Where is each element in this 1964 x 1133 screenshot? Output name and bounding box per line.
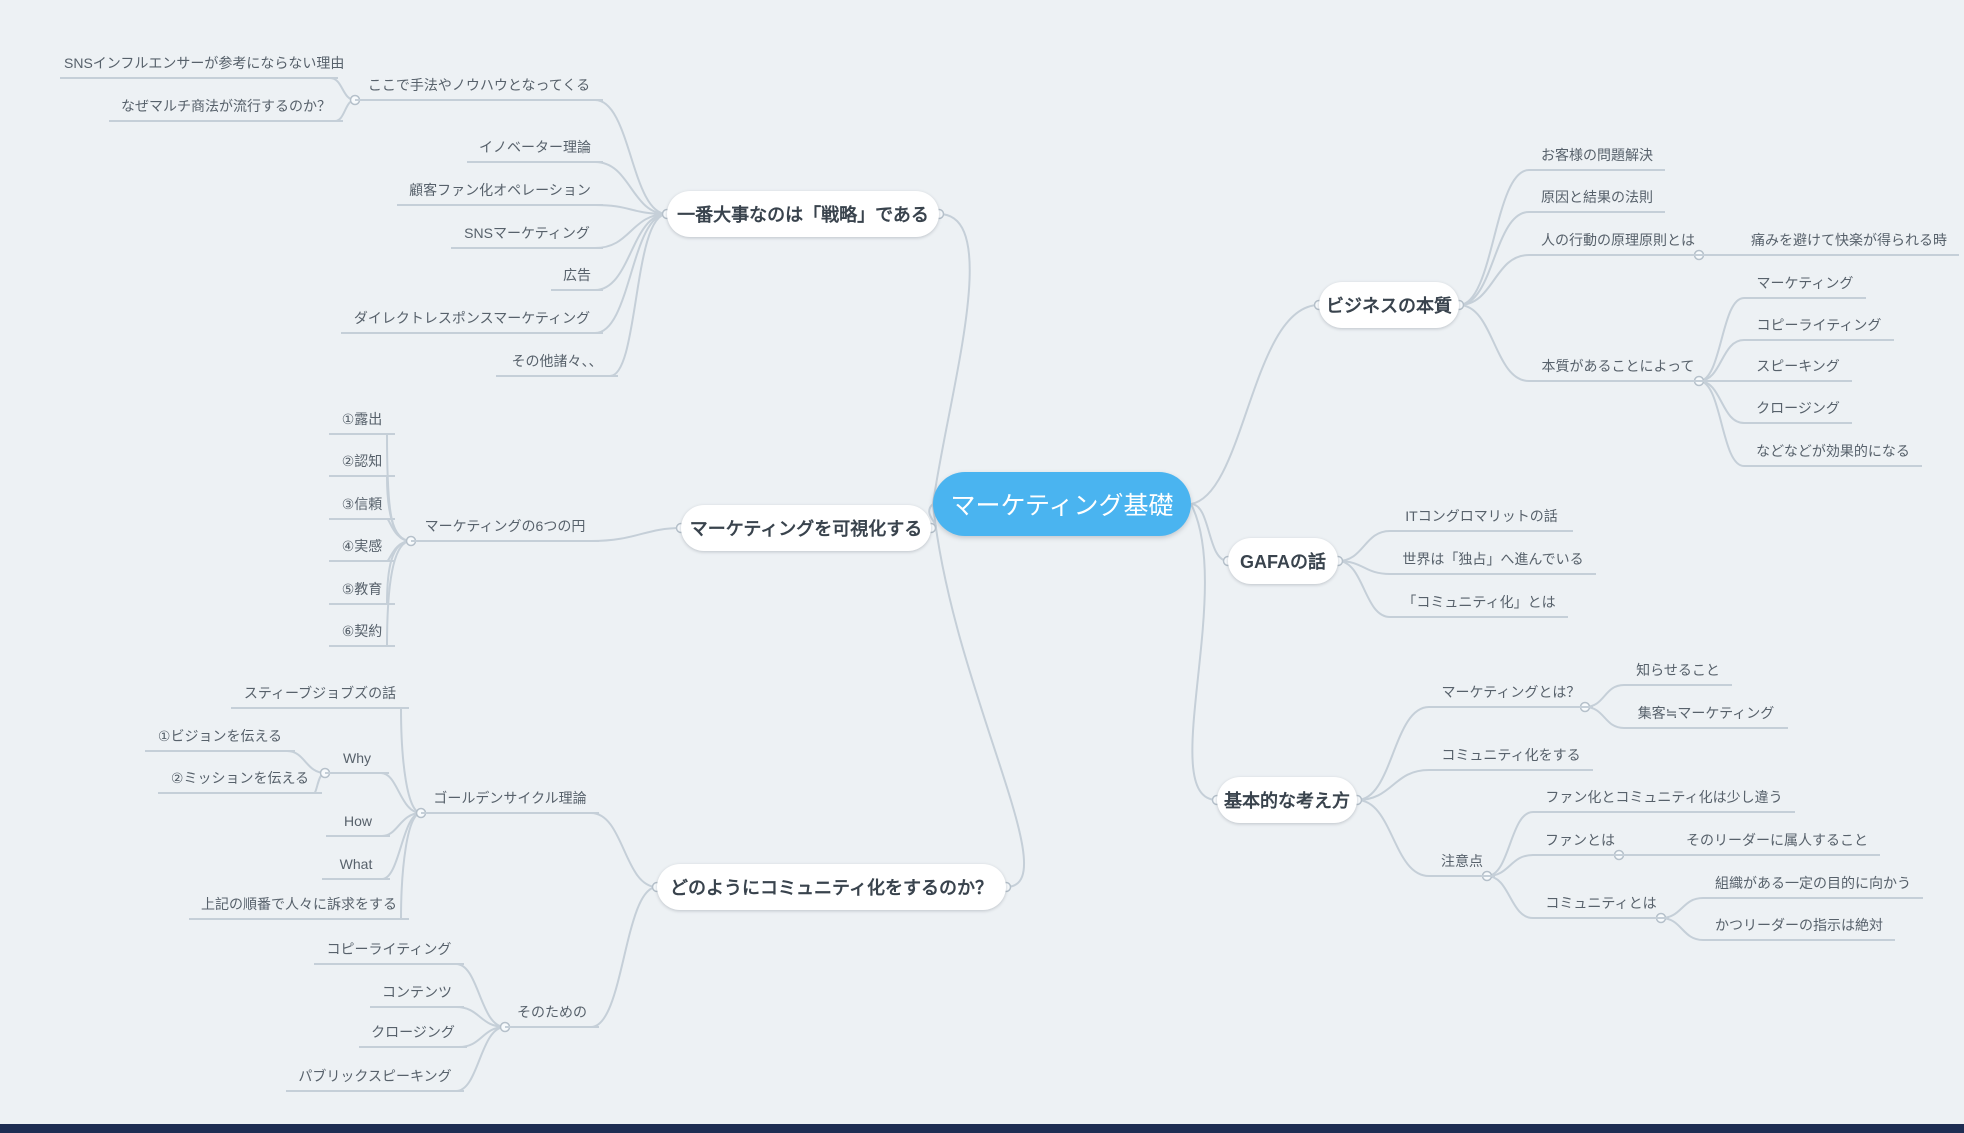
mindmap-node[interactable]: ダイレクトレスポンスマーケティング — [341, 306, 603, 334]
mindmap-node[interactable]: 広告 — [551, 263, 603, 291]
branch-node-business-essence[interactable]: ビジネスの本質 — [1319, 282, 1459, 328]
mindmap-node[interactable]: かつリーダーの指示は絶対 — [1703, 913, 1895, 941]
mindmap-node[interactable]: ゴールデンサイクル理論 — [421, 786, 599, 814]
mindmap-node[interactable]: ⑥契約 — [329, 619, 395, 647]
mindmap-node[interactable]: 世界は「独占」へ進んでいる — [1390, 547, 1596, 575]
mindmap-root-node[interactable]: マーケティング基礎 — [933, 472, 1191, 536]
mindmap-node[interactable]: ②認知 — [329, 449, 395, 477]
mindmap-node[interactable]: マーケティングの6つの円 — [411, 514, 599, 542]
mindmap-node[interactable]: なぜマルチ商法が流行するのか？ — [109, 94, 343, 122]
mindmap-node[interactable]: What — [322, 852, 390, 880]
mindmap-node[interactable]: その他諸々、、 — [496, 349, 618, 377]
mindmap-node[interactable]: マーケティングとは？ — [1429, 680, 1593, 708]
mindmap-node[interactable]: コピーライティング — [314, 937, 464, 965]
mindmap-node[interactable]: 組織がある一定の目的に向かう — [1703, 871, 1923, 899]
mindmap-node[interactable]: コピーライティング — [1744, 313, 1894, 341]
branch-node-communitize[interactable]: どのようにコミュニティ化をするのか？ — [657, 864, 1006, 910]
mindmap-node[interactable]: ファンとは — [1533, 828, 1627, 856]
mindmap-node[interactable]: コンテンツ — [370, 980, 464, 1008]
mindmap-node[interactable]: How — [326, 809, 390, 837]
mindmap-node[interactable]: ④実感 — [329, 534, 395, 562]
mindmap-node[interactable]: マーケティング — [1744, 271, 1866, 299]
mindmap-node[interactable]: そのための — [505, 1000, 599, 1028]
mindmap-node[interactable]: イノベーター理論 — [467, 135, 603, 163]
branch-node-visualize[interactable]: マーケティングを可視化する — [681, 505, 931, 551]
mindmap-node[interactable]: 人の行動の原理原則とは — [1529, 228, 1707, 256]
mindmap-node[interactable]: ITコングロマリットの話 — [1390, 504, 1573, 532]
mindmap-node[interactable]: ①露出 — [329, 407, 395, 435]
mindmap-node[interactable]: スティーブジョブズの話 — [231, 681, 409, 709]
mindmap-node[interactable]: 本質があることによって — [1529, 354, 1707, 382]
mindmap-node[interactable]: ②ミッションを伝える — [158, 766, 322, 794]
mindmap-node[interactable]: クロージング — [359, 1020, 467, 1048]
mindmap-node[interactable]: 知らせること — [1624, 658, 1732, 686]
mindmap-node[interactable]: SNSインフルエンサーが参考にならない理由 — [60, 51, 344, 79]
mindmap-node[interactable]: コミュニティ化をする — [1429, 743, 1593, 771]
branch-node-strategy[interactable]: 一番大事なのは「戦略」である — [667, 191, 939, 237]
mindmap-node[interactable]: 痛みを避けて快楽が得られる時 — [1739, 228, 1959, 256]
mindmap-node[interactable]: 注意点 — [1429, 849, 1495, 877]
bottom-bar — [0, 1124, 1964, 1133]
branch-node-gafa[interactable]: GAFAの話 — [1228, 538, 1338, 584]
mindmap-node[interactable]: お客様の問題解決 — [1529, 143, 1665, 171]
mindmap-node[interactable]: ①ビジョンを伝える — [145, 724, 295, 752]
mindmap-node[interactable]: 「コミュニティ化」とは — [1390, 590, 1568, 618]
mindmap-node[interactable]: そのリーダーに属人すること — [1674, 828, 1880, 856]
mindmap-node[interactable]: 上記の順番で人々に訴求をする — [189, 892, 409, 920]
mindmap-node[interactable]: ここで手法やノウハウとなってくる — [355, 73, 603, 101]
mindmap-node[interactable]: ファン化とコミュニティ化は少し違う — [1533, 785, 1795, 813]
branch-node-basic-thinking[interactable]: 基本的な考え方 — [1217, 777, 1357, 823]
mindmap-node[interactable]: 原因と結果の法則 — [1529, 185, 1665, 213]
mindmap-node[interactable]: などなどが効果的になる — [1744, 439, 1922, 467]
mindmap-node[interactable]: Why — [325, 746, 389, 774]
mindmap-node[interactable]: ⑤教育 — [329, 577, 395, 605]
mindmap-node[interactable]: コミュニティとは — [1533, 891, 1669, 919]
mindmap-node[interactable]: ③信頼 — [329, 492, 395, 520]
mindmap-node[interactable]: 顧客ファン化オペレーション — [397, 178, 603, 206]
mindmap-node[interactable]: SNSマーケティング — [451, 221, 603, 249]
mindmap-node[interactable]: パブリックスピーキング — [286, 1064, 464, 1092]
mindmap-node[interactable]: 集客≒マーケティング — [1624, 701, 1788, 729]
mindmap-node[interactable]: スピーキング — [1744, 354, 1852, 382]
mindmap-node[interactable]: クロージング — [1744, 396, 1852, 424]
